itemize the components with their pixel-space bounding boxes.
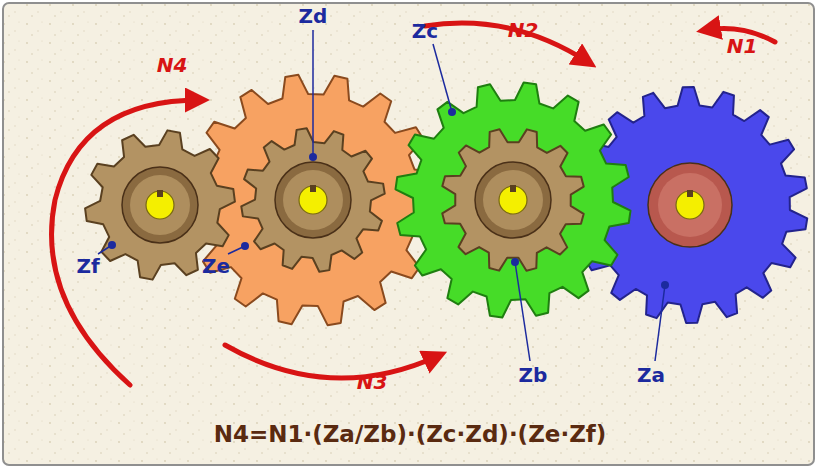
gear-hub bbox=[275, 162, 351, 238]
leader-dot bbox=[661, 281, 669, 289]
tooth-count-label: Zc bbox=[412, 21, 438, 41]
keyway bbox=[687, 190, 693, 197]
tooth-count-label: Ze bbox=[202, 256, 230, 276]
tooth-count-label: Zf bbox=[76, 256, 99, 276]
speed-label: N3 bbox=[357, 372, 388, 392]
gears bbox=[85, 75, 807, 325]
speed-label: N4 bbox=[157, 55, 188, 75]
tooth-count-label: Zd bbox=[299, 6, 328, 26]
hub-inner bbox=[283, 170, 343, 230]
rotation-arrows bbox=[52, 23, 775, 385]
speed-label: N2 bbox=[508, 20, 539, 40]
shaft bbox=[499, 186, 527, 214]
rotation-arrow bbox=[425, 23, 588, 62]
leader-line bbox=[433, 44, 452, 112]
leader-lines bbox=[98, 30, 665, 361]
leader-dot bbox=[241, 242, 249, 250]
hub-ring bbox=[122, 167, 198, 243]
shaft bbox=[676, 191, 704, 219]
gear bbox=[442, 129, 583, 270]
formula-caption: N4=N1·(Za/Zb)·(Zc·Zd)·(Ze·Zf) bbox=[214, 421, 607, 447]
rotation-arrow bbox=[225, 345, 438, 378]
leader-line bbox=[312, 30, 314, 157]
hub-inner bbox=[130, 175, 190, 235]
rotation-arrow bbox=[52, 100, 200, 385]
gear bbox=[395, 82, 630, 317]
leader-dot bbox=[108, 241, 116, 249]
hub-ring bbox=[275, 162, 351, 238]
leader-dots bbox=[108, 108, 669, 289]
frame bbox=[3, 3, 814, 465]
leader-dot bbox=[309, 153, 317, 161]
hub-inner bbox=[658, 173, 722, 237]
keyway bbox=[157, 190, 163, 197]
hub-inner bbox=[483, 170, 543, 230]
gear bbox=[85, 130, 235, 279]
tooth-count-label: Za bbox=[637, 365, 665, 385]
gear-hub bbox=[648, 163, 732, 247]
gear-hub bbox=[475, 162, 551, 238]
tooth-count-label: Zb bbox=[519, 365, 548, 385]
leader-dot bbox=[448, 108, 456, 116]
shaft bbox=[146, 191, 174, 219]
keyway bbox=[310, 185, 316, 192]
gear-hub bbox=[122, 167, 198, 243]
hub-ring bbox=[475, 162, 551, 238]
hub-ring bbox=[648, 163, 732, 247]
shaft bbox=[299, 186, 327, 214]
leader-dot bbox=[511, 258, 519, 266]
keyway bbox=[510, 185, 516, 192]
leader-line bbox=[655, 285, 665, 361]
leader-line bbox=[515, 262, 530, 361]
speed-label: N1 bbox=[727, 36, 758, 56]
